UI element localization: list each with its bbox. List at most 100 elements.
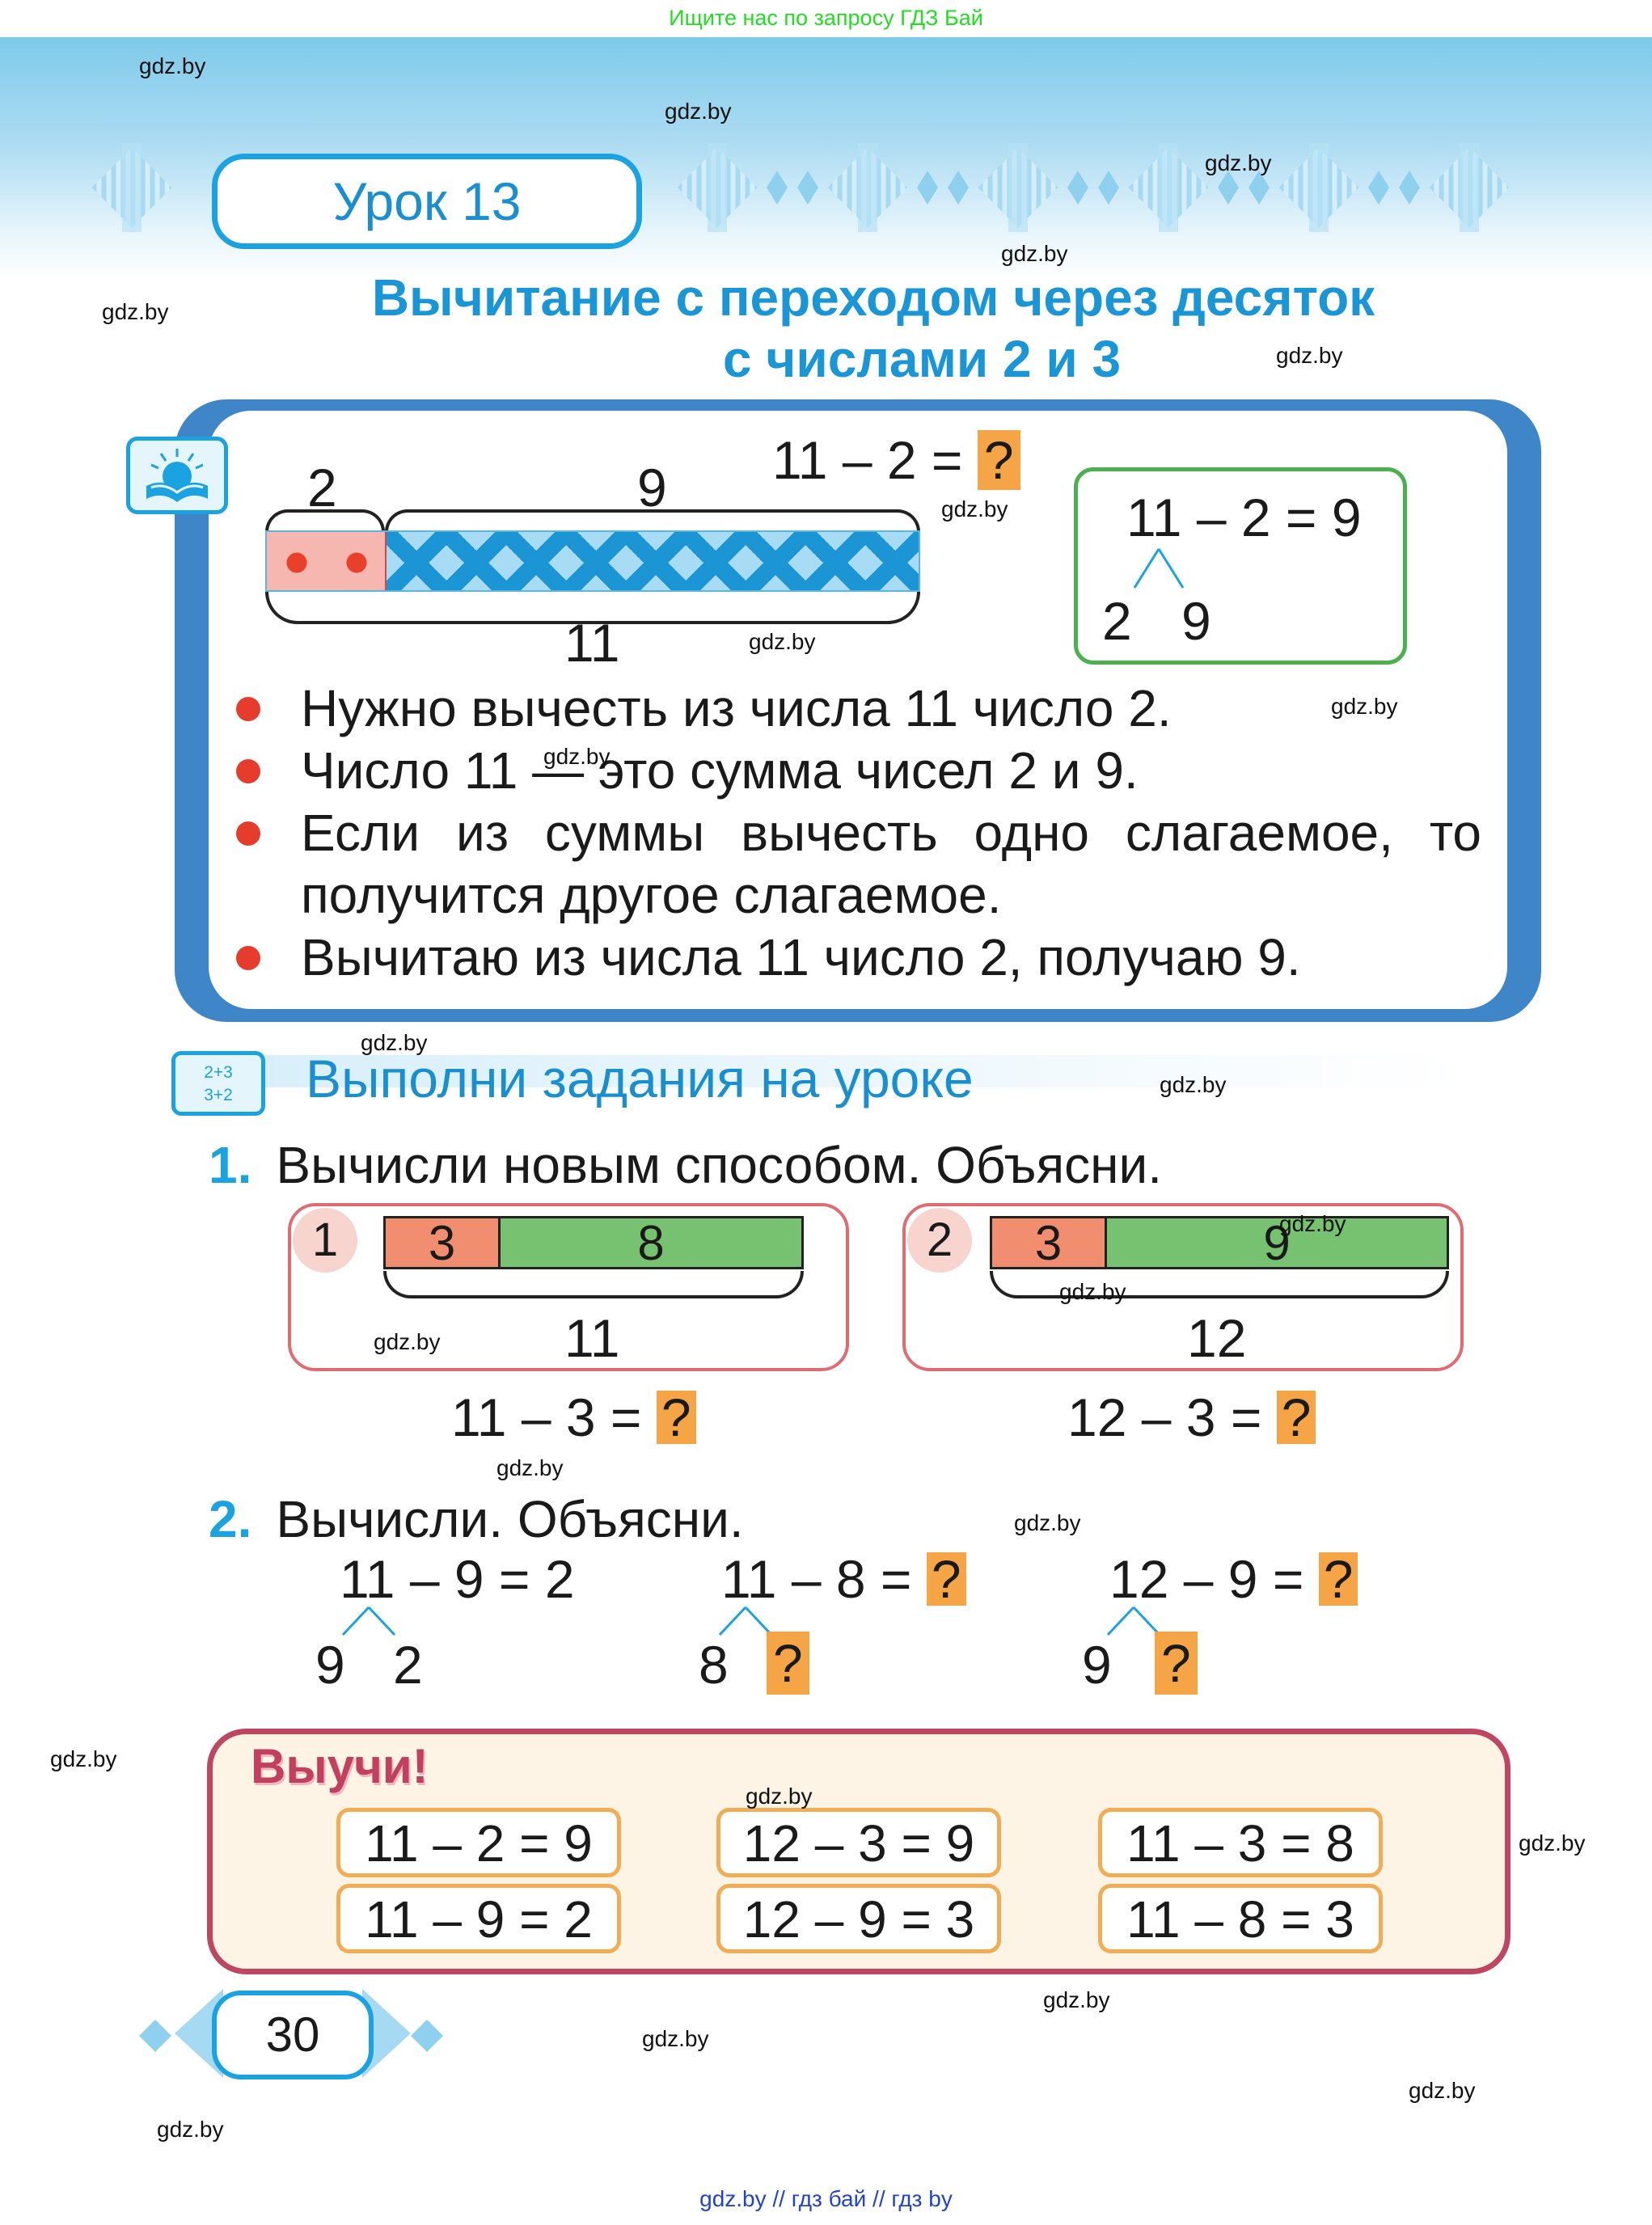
example-expression-2: 12 – 3 = ? — [1067, 1391, 1316, 1444]
fact-card: 11 – 8 = 3 — [1098, 1884, 1383, 1953]
bar-green-part: 8 — [501, 1218, 801, 1269]
ornament-left — [87, 139, 176, 236]
task-2-heading: 2. Вычисли. Объясни. — [209, 1489, 744, 1549]
fact-card: 11 – 9 = 2 — [336, 1884, 621, 1953]
task-number: 1. — [209, 1136, 252, 1194]
segment-bar: 3 9 — [990, 1216, 1449, 1269]
watermark: gdz.by — [1001, 241, 1068, 266]
watermark: gdz.by — [642, 2026, 709, 2051]
watermark: gdz.by — [1059, 1279, 1126, 1304]
example-badge: 2 — [907, 1208, 972, 1273]
snowflake-icon — [1274, 143, 1363, 232]
learn-title: Выучи! — [251, 1739, 429, 1793]
section-title: Выполни задания на уроке — [306, 1049, 974, 1108]
segment-bar: 3 8 — [383, 1216, 804, 1269]
answer-input[interactable]: ? — [767, 1632, 809, 1695]
decomposition-box: 11 – 2 = 9 2 9 — [1074, 467, 1407, 665]
watermark: gdz.by — [543, 744, 611, 769]
bullet-dot-icon — [236, 759, 260, 783]
watermark: gdz.by — [50, 1746, 117, 1771]
title-line-2: с числами 2 и 3 — [722, 330, 1122, 388]
rule-bullets: Нужно вычесть из числа 11 число 2. Число… — [236, 678, 1481, 989]
tape-total-label: 11 — [564, 613, 620, 673]
answer-input[interactable]: ? — [926, 1552, 966, 1606]
task-text: Вычисли. Объясни. — [276, 1490, 744, 1548]
answer-input[interactable]: ? — [1318, 1552, 1358, 1606]
answer-input[interactable]: ? — [1276, 1391, 1316, 1444]
watermark: gdz.by — [1279, 1211, 1346, 1236]
tape-blue-segment — [387, 532, 919, 590]
watermark: gdz.by — [1043, 1987, 1110, 2012]
watermark: gdz.by — [361, 1030, 428, 1055]
bullet-item: Нужно вычесть из числа 11 число 2. — [236, 678, 1481, 740]
lesson-label: Урок 13 — [212, 154, 642, 249]
watermark: gdz.by — [496, 1455, 564, 1480]
open-book-sun-icon — [126, 437, 228, 514]
bullet-item: Число 11 — это сумма чисел 2 и 9. — [236, 740, 1481, 802]
bar-red-part: 3 — [386, 1218, 501, 1269]
watermark: gdz.by — [1014, 1510, 1081, 1535]
snowflake-icon — [673, 143, 762, 232]
ornament-band — [673, 139, 1514, 236]
task-text: Вычисли новым способом. Объясни. — [276, 1136, 1162, 1194]
snowflake-icon — [823, 143, 912, 232]
example-box-1: 1 3 8 11 — [288, 1203, 849, 1371]
watermark: gdz.by — [1409, 2078, 1476, 2103]
diamond-deco-icon — [411, 2020, 443, 2052]
task2-item-1: 11 – 9 = 2 9 2 — [315, 1549, 575, 1695]
snowflake-icon — [87, 143, 176, 232]
unknown-box: ? — [977, 430, 1020, 490]
watermark: gdz.by — [746, 1784, 813, 1809]
footer-links[interactable]: gdz.by // гдз бай // гдз by — [699, 2186, 953, 2211]
tree-lines — [341, 1606, 396, 1636]
fact-card: 11 – 3 = 8 — [1098, 1808, 1383, 1877]
tape-left-label: 2 — [307, 458, 337, 517]
watermark: gdz.by — [157, 2117, 224, 2142]
example-total: 11 — [564, 1308, 620, 1368]
decomposition-part-b: 9 — [1181, 591, 1211, 651]
fact-card: 11 – 2 = 9 — [336, 1808, 621, 1877]
answer-input[interactable]: ? — [1155, 1632, 1198, 1695]
watermark: gdz.by — [1519, 1830, 1586, 1856]
page-title: Вычитание с переходом через десяток с чи… — [243, 267, 1504, 390]
rule-expression: 11 – 2 = ? — [772, 430, 1020, 490]
decomposition-equation: 11 – 2 = 9 — [1126, 488, 1362, 547]
watermark: gdz.by — [1331, 694, 1398, 719]
task-1-heading: 1. Вычисли новым способом. Объясни. — [209, 1135, 1162, 1195]
bar-red-part: 3 — [992, 1218, 1107, 1269]
bullet-item: Вычитаю из числа 11 число 2, получаю 9. — [236, 927, 1481, 989]
board-icon: 2+3 3+2 — [171, 1051, 265, 1116]
task2-result: 2 — [544, 1549, 575, 1609]
tree-lines — [718, 1606, 773, 1636]
fact-card: 12 – 3 = 9 — [716, 1808, 1001, 1877]
watermark: gdz.by — [374, 1329, 441, 1354]
watermark: gdz.by — [1276, 343, 1343, 368]
watermark: gdz.by — [941, 496, 1008, 521]
snowflake-icon — [1124, 143, 1213, 232]
bar-green-part: 9 — [1107, 1218, 1447, 1269]
example-box-2: 2 3 9 12 — [902, 1203, 1464, 1371]
bullet-dot-icon — [236, 946, 260, 970]
task-number: 2. — [209, 1490, 252, 1548]
watermark: gdz.by — [665, 99, 732, 124]
example-expression-1: 11 – 3 = ? — [451, 1391, 696, 1444]
task2-item-2: 11 – 8 = ? 8 ? — [699, 1552, 996, 1714]
decomposition-part-a: 2 — [1102, 591, 1132, 651]
section-band — [194, 1055, 1456, 1087]
task2-item-3: 12 – 9 = ? 9 ? — [1082, 1552, 1384, 1714]
tape-red-segment — [267, 532, 387, 590]
tape-right-label: 9 — [637, 458, 667, 517]
brace-bottom — [383, 1271, 804, 1298]
tree-lines — [1133, 548, 1185, 589]
bullet-dot-icon — [236, 697, 260, 721]
watermark: gdz.by — [1160, 1072, 1227, 1097]
segment-tape — [265, 530, 920, 592]
snowflake-icon — [974, 143, 1063, 232]
watermark: gdz.by — [749, 629, 816, 654]
top-banner[interactable]: Ищите нас по запросу ГДЗ Бай — [669, 6, 983, 30]
watermark: gdz.by — [102, 299, 169, 324]
bullet-item: Если из суммы вычесть одно слагаемое, то… — [236, 802, 1481, 927]
watermark: gdz.by — [139, 53, 206, 78]
answer-input[interactable]: ? — [656, 1391, 696, 1444]
title-line-1: Вычитание с переходом через десяток — [371, 268, 1375, 327]
